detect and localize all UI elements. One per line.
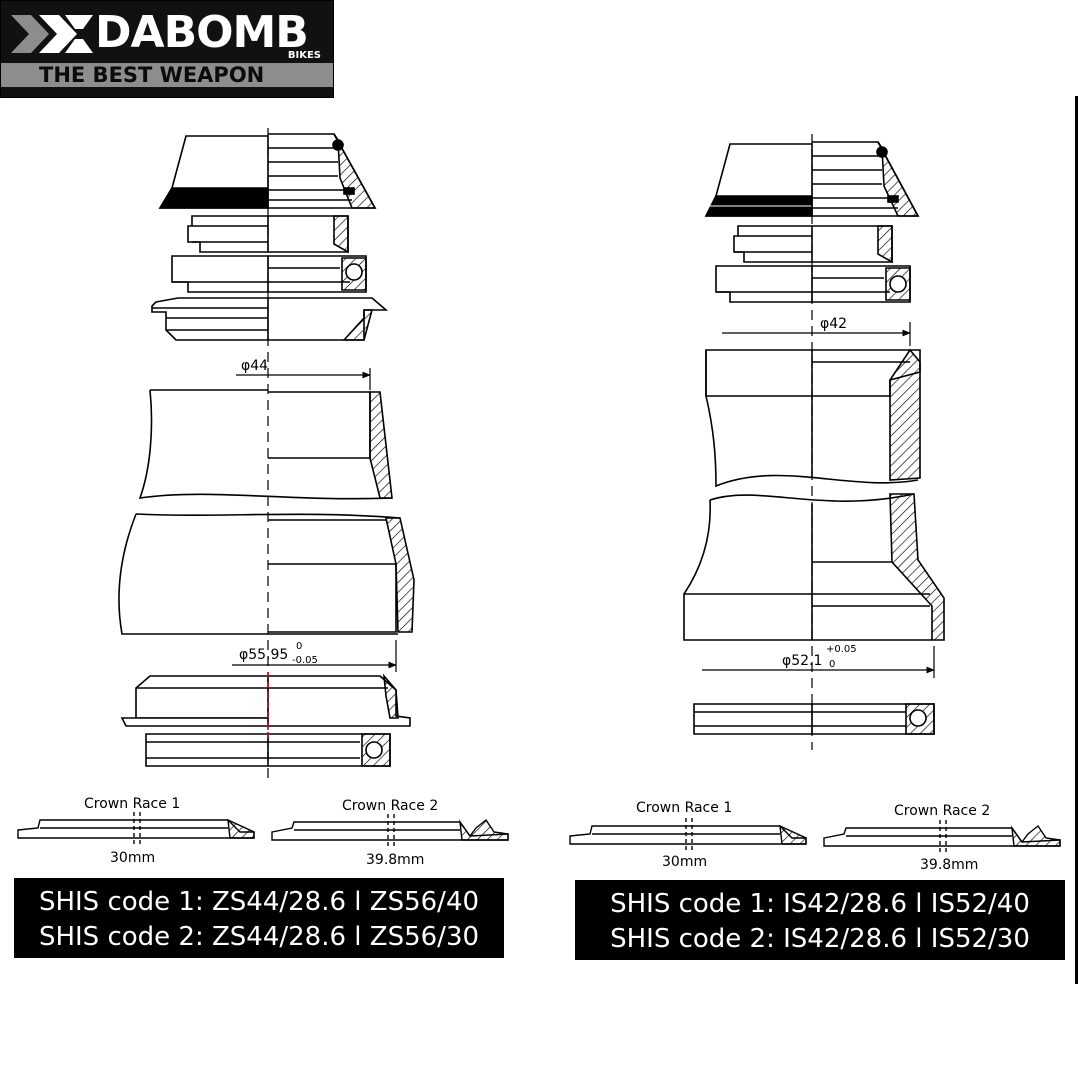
right-lower-tol-upper: +0.05 — [826, 644, 857, 655]
right-crown-race-2-size: 39.8mm — [920, 857, 978, 873]
right-crown-race-2 — [823, 820, 1061, 854]
left-upper-diameter: φ44 — [241, 358, 268, 374]
left-compression-ring — [187, 215, 349, 254]
left-crown-race-1 — [17, 812, 255, 846]
right-upper-diameter: φ42 — [820, 316, 847, 332]
right-upper-bearing — [715, 265, 911, 303]
right-shis-code-2: SHIS code 2: IS42/28.6 l IS52/30 — [610, 924, 1030, 954]
brand-logo: DABOMB BIKES THE BEST WEAPON — [0, 0, 334, 98]
right-lower-diameter: φ52.1 — [782, 653, 822, 669]
left-shis-code-2: SHIS code 2: ZS44/28.6 l ZS56/30 — [38, 922, 480, 952]
brand-name: DABOMB — [95, 7, 309, 58]
right-lower-bearing — [693, 703, 935, 735]
left-lower-tol-lower: -0.05 — [292, 655, 318, 666]
right-shis-code-1: SHIS code 1: IS42/28.6 l IS52/40 — [610, 889, 1030, 919]
left-crown-race-2-size: 39.8mm — [366, 852, 424, 868]
right-compression-ring — [733, 225, 893, 264]
right-crown-race-1 — [569, 818, 807, 852]
brand-x-mark-icon — [11, 15, 93, 53]
right-top-cap — [704, 141, 920, 217]
brand-band — [1, 63, 333, 87]
brand-tagline: THE BEST WEAPON — [39, 63, 265, 87]
left-crown-race-1-label: Crown Race 1 — [84, 796, 180, 812]
left-top-cap — [158, 133, 377, 209]
right-crown-race-1-label: Crown Race 1 — [636, 800, 732, 816]
right-edge-rule — [1075, 96, 1078, 984]
left-head-tube — [118, 389, 415, 635]
left-shis-code-1: SHIS code 1: ZS44/28.6 l ZS56/40 — [38, 887, 480, 917]
left-lower-cup — [120, 673, 411, 727]
left-lower-diameter: φ55.95 — [239, 647, 288, 663]
right-head-tube — [683, 348, 945, 641]
left-crown-race-2-label: Crown Race 2 — [342, 798, 438, 814]
right-lower-tol-lower: 0 — [829, 659, 835, 670]
left-crown-race-1-size: 30mm — [110, 850, 155, 866]
left-headset-drawing — [118, 128, 415, 780]
left-shis-code-box: SHIS code 1: ZS44/28.6 l ZS56/40 SHIS co… — [14, 878, 504, 958]
right-shis-code-box: SHIS code 1: IS42/28.6 l IS52/40 SHIS co… — [575, 880, 1065, 960]
right-crown-race-1-size: 30mm — [662, 854, 707, 870]
right-headset-drawing — [683, 134, 945, 750]
left-upper-bearing — [171, 255, 367, 293]
left-crown-race-2 — [271, 814, 509, 848]
left-lower-bearing — [145, 733, 391, 767]
left-upper-cup — [151, 297, 389, 341]
left-lower-tol-upper: 0 — [296, 641, 302, 652]
brand-sub: BIKES — [287, 50, 321, 61]
right-crown-race-2-label: Crown Race 2 — [894, 803, 990, 819]
